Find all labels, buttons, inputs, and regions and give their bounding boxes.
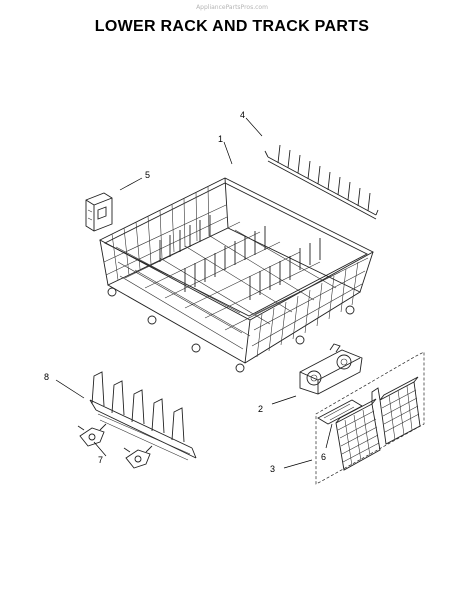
wheel-clips-drawing[interactable] <box>77 423 153 469</box>
callout-7: 7 <box>98 455 103 465</box>
callout-5: 5 <box>145 170 150 180</box>
page-title: LOWER RACK AND TRACK PARTS <box>94 18 370 35</box>
fold-down-tines-drawing[interactable] <box>89 371 197 461</box>
silverware-basket-drawing[interactable] <box>315 351 425 485</box>
watermark: AppliancePartsPros.com <box>196 4 268 11</box>
lower-rack-drawing[interactable] <box>99 177 374 373</box>
callout-4: 4 <box>240 110 245 120</box>
rack-clip-drawing[interactable] <box>85 192 113 232</box>
callout-3: 3 <box>270 464 275 474</box>
callout-2: 2 <box>258 404 263 414</box>
tine-row-drawing[interactable] <box>264 144 379 220</box>
callout-1: 1 <box>218 134 223 144</box>
wheel-assembly-drawing[interactable] <box>299 343 363 395</box>
callout-6: 6 <box>321 452 326 462</box>
callout-8: 8 <box>44 372 49 382</box>
leader-lines <box>55 117 333 469</box>
